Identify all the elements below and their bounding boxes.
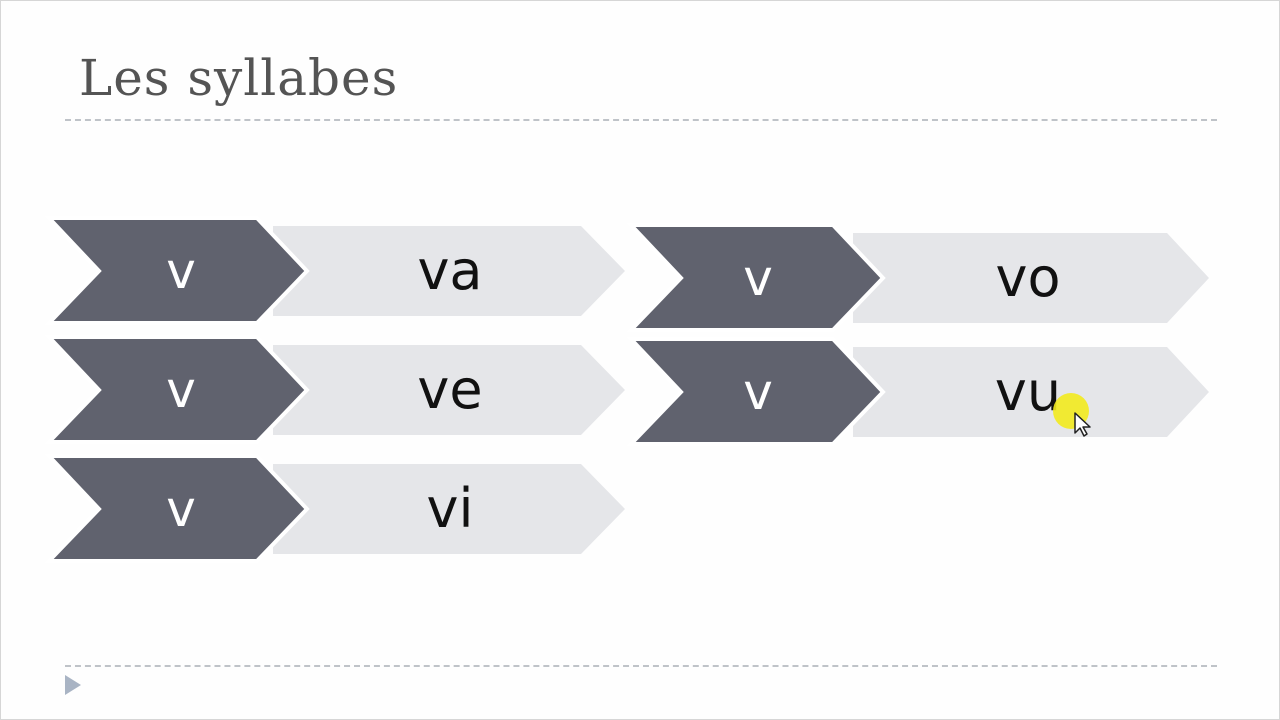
syllable-label: ve xyxy=(417,358,483,421)
play-triangle-icon[interactable] xyxy=(65,675,81,695)
letter-chevron xyxy=(44,335,310,444)
syllable-chevron xyxy=(853,347,1209,437)
syllable-row-vo: v vo xyxy=(626,223,1217,333)
letter-label: v xyxy=(743,249,773,307)
title-divider xyxy=(65,119,1217,121)
syllable-row-vi: v vi xyxy=(44,454,635,564)
letter-chevron xyxy=(44,216,310,325)
letter-label: v xyxy=(166,242,196,300)
syllable-chevron xyxy=(273,345,625,435)
syllable-chevron xyxy=(853,233,1209,323)
chevron-pair xyxy=(626,223,1209,332)
letter-chevron xyxy=(626,223,886,332)
chevron-pair xyxy=(44,454,625,563)
syllable-label: vi xyxy=(426,477,474,540)
syllable-row-vu: v vu xyxy=(626,337,1217,447)
syllable-chevron xyxy=(273,226,625,316)
footer-divider xyxy=(65,665,1217,667)
syllable-label: va xyxy=(417,239,483,302)
syllable-label: vu xyxy=(994,360,1062,423)
letter-chevron xyxy=(44,454,310,563)
syllable-label: vo xyxy=(995,246,1061,309)
mouse-pointer-icon xyxy=(1053,393,1091,437)
letter-chevron xyxy=(626,337,886,446)
syllable-chevron xyxy=(273,464,625,554)
slide-title: Les syllabes xyxy=(79,49,399,107)
chevron-pair xyxy=(626,337,1209,446)
letter-label: v xyxy=(166,361,196,419)
letter-label: v xyxy=(743,363,773,421)
syllable-row-va: v va xyxy=(44,216,635,326)
chevron-pair xyxy=(44,216,625,325)
syllable-row-ve: v ve xyxy=(44,335,635,445)
chevron-pair xyxy=(44,335,625,444)
letter-label: v xyxy=(166,480,196,538)
